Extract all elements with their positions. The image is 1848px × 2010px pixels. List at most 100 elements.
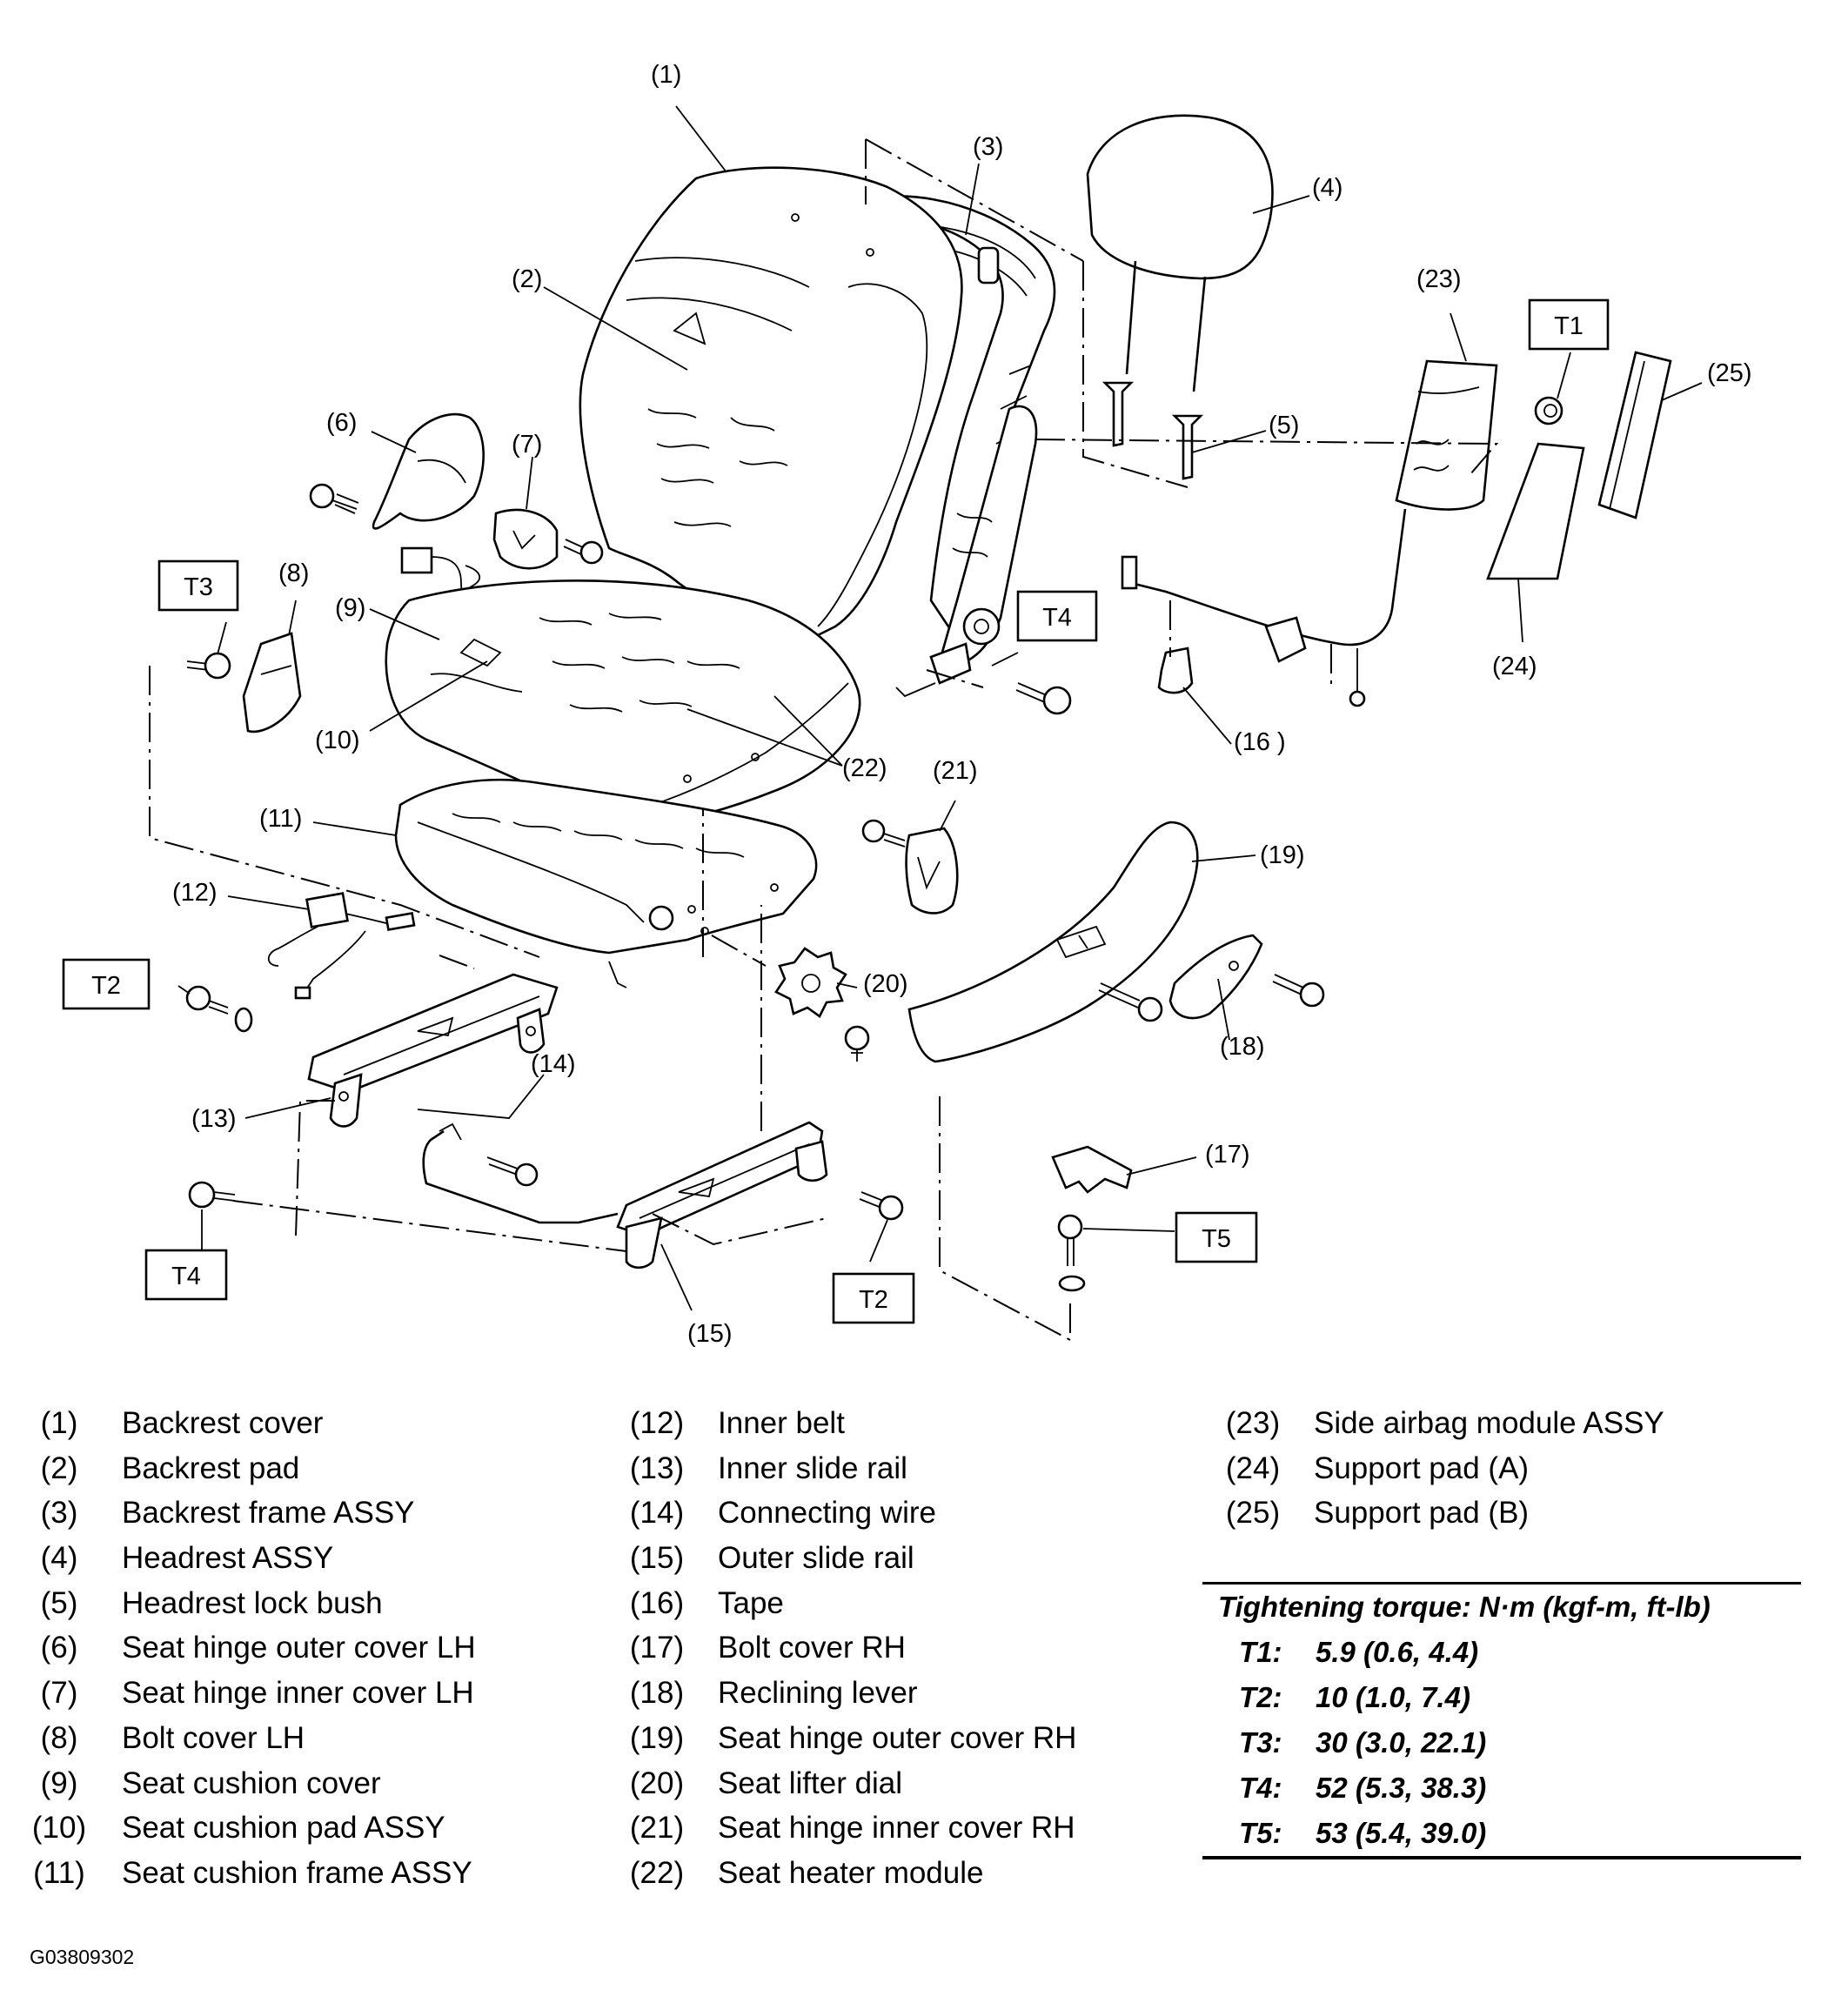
legend-part-name: Seat hinge outer cover LH bbox=[122, 1631, 476, 1665]
legend-number: (5) bbox=[40, 1585, 78, 1620]
legend-number: (20) bbox=[629, 1765, 685, 1800]
seat-cushion-cover bbox=[385, 580, 861, 828]
reclining-lever bbox=[1168, 934, 1263, 1020]
callout-21: (21) bbox=[933, 757, 978, 785]
svg-text:T4: T4 bbox=[1042, 604, 1072, 632]
callout-17: (17) bbox=[1205, 1141, 1250, 1169]
legend-part-name: Side airbag module ASSY bbox=[1314, 1406, 1664, 1440]
torque-value: 52 (5.3, 38.3) bbox=[1316, 1772, 1487, 1804]
seat-hinge-outer-cover-rh bbox=[907, 821, 1199, 1063]
callout-22: (22) bbox=[842, 754, 887, 782]
legend-number: (23) bbox=[1225, 1406, 1281, 1440]
torque-row: T4:52 (5.3, 38.3) bbox=[1202, 1765, 1801, 1811]
airbag-harness bbox=[1121, 508, 1407, 707]
seat-hinge-outer-cover-lh bbox=[372, 412, 485, 530]
legend-number: (24) bbox=[1225, 1451, 1281, 1485]
tape bbox=[1157, 647, 1194, 694]
torque-table: Tightening torque: N·m (kgf-m, ft-lb) T1… bbox=[1202, 1582, 1801, 1859]
legend-number: (3) bbox=[40, 1496, 78, 1531]
legend-part-name: Bolt cover RH bbox=[718, 1631, 906, 1665]
torque-tag-t5: T5 bbox=[1175, 1211, 1258, 1263]
inner-slide-rail bbox=[307, 973, 559, 1128]
legend-part-name: Backrest frame ASSY bbox=[122, 1496, 415, 1531]
callout-12: (12) bbox=[172, 879, 218, 907]
backrest-side-frame bbox=[895, 405, 1038, 698]
legend-number: (9) bbox=[40, 1765, 78, 1800]
torque-label: T5: bbox=[1239, 1817, 1282, 1849]
seat-exploded-diagram: (1) (2) (3) (4) (5) (6) (7) (8) (9) (10)… bbox=[62, 61, 1752, 1348]
leader-lines bbox=[177, 105, 1703, 1311]
callout-3: (3) bbox=[973, 133, 1003, 161]
legend-number: (7) bbox=[40, 1676, 78, 1711]
legend-part-name: Seat hinge inner cover LH bbox=[122, 1676, 474, 1711]
legend-part-name: Outer slide rail bbox=[718, 1541, 914, 1576]
legend-part-name: Seat cushion pad ASSY bbox=[122, 1811, 445, 1846]
torque-table-header: Tightening torque: N·m (kgf-m, ft-lb) bbox=[1218, 1591, 1711, 1623]
torque-label: T3: bbox=[1239, 1726, 1282, 1759]
seat-hinge-inner-cover-rh bbox=[905, 827, 959, 915]
torque-tag-t4-right: T4 bbox=[1016, 590, 1098, 642]
figure-code: G03809302 bbox=[30, 1946, 135, 1968]
callout-9: (9) bbox=[335, 594, 365, 622]
legend-part-name: Tape bbox=[718, 1585, 784, 1620]
bolt-t3 bbox=[186, 652, 231, 680]
legend-number: (13) bbox=[629, 1451, 685, 1485]
torque-tag-t4-left: T4 bbox=[144, 1249, 228, 1301]
legend-number: (14) bbox=[629, 1496, 685, 1531]
bolt-cover-rh bbox=[1051, 1145, 1133, 1194]
legend-number: (21) bbox=[629, 1811, 685, 1846]
torque-tag-t3: T3 bbox=[157, 559, 239, 612]
bolt-outer-rh bbox=[1098, 982, 1163, 1022]
legend-number: (11) bbox=[33, 1855, 85, 1890]
bolt-recliner bbox=[1272, 974, 1325, 1008]
bolt-hinge-inner-rh bbox=[861, 819, 906, 848]
outer-slide-rail bbox=[616, 1121, 828, 1270]
torque-label: T1: bbox=[1239, 1636, 1282, 1668]
bolt-t2-left bbox=[185, 985, 253, 1033]
legend-part-name: Seat hinge outer cover RH bbox=[718, 1720, 1077, 1755]
lifter-link bbox=[608, 961, 627, 988]
svg-text:T5: T5 bbox=[1202, 1225, 1231, 1253]
torque-value: 53 (5.4, 39.0) bbox=[1316, 1817, 1487, 1849]
legend-part-name: Seat lifter dial bbox=[718, 1765, 903, 1800]
legend-part-name: Headrest ASSY bbox=[122, 1541, 334, 1576]
legend-part-name: Seat cushion cover bbox=[122, 1765, 381, 1800]
svg-text:T3: T3 bbox=[184, 573, 213, 601]
torque-label: T2: bbox=[1239, 1681, 1282, 1713]
legend-part-name: Seat cushion frame ASSY bbox=[122, 1855, 472, 1890]
connecting-wire bbox=[422, 1122, 619, 1224]
legend-number: (2) bbox=[40, 1451, 78, 1485]
callout-25: (25) bbox=[1707, 359, 1752, 387]
legend-number: (8) bbox=[40, 1720, 78, 1755]
legend-part-name: Reclining lever bbox=[718, 1676, 918, 1711]
bolt-lifter bbox=[844, 1025, 870, 1062]
callout-8: (8) bbox=[278, 559, 309, 587]
seat-hinge-inner-cover-lh bbox=[492, 508, 559, 570]
legend-part-name: Backrest cover bbox=[122, 1406, 324, 1440]
legend-part-name: Inner belt bbox=[718, 1406, 845, 1440]
callout-24: (24) bbox=[1492, 653, 1537, 680]
svg-text:T1: T1 bbox=[1554, 312, 1584, 340]
legend-part-name: Seat hinge inner cover RH bbox=[718, 1811, 1075, 1846]
legend-number: (10) bbox=[31, 1811, 87, 1846]
callout-18: (18) bbox=[1220, 1033, 1265, 1061]
torque-tag-t2-right: T2 bbox=[832, 1272, 915, 1324]
torque-row: T5: 53 (5.4, 39.0) bbox=[1202, 1811, 1801, 1856]
callout-15: (15) bbox=[687, 1320, 733, 1348]
assembly-lines bbox=[149, 138, 1499, 1342]
callout-2: (2) bbox=[512, 265, 542, 293]
torque-value: 5.9 (0.6, 4.4) bbox=[1316, 1636, 1479, 1668]
callout-13: (13) bbox=[191, 1105, 237, 1133]
nut-t1 bbox=[1534, 396, 1563, 425]
legend-part-name: Headrest lock bush bbox=[122, 1585, 383, 1620]
support-pad-b bbox=[1597, 351, 1672, 519]
legend-number: (16) bbox=[629, 1585, 685, 1620]
legend-part-name: Inner slide rail bbox=[718, 1451, 907, 1485]
svg-text:T2: T2 bbox=[91, 972, 121, 1000]
support-pad-a bbox=[1486, 442, 1585, 580]
callout-19: (19) bbox=[1260, 841, 1305, 869]
callout-10: (10) bbox=[315, 727, 360, 754]
side-airbag-module bbox=[1395, 359, 1498, 511]
legend-number: (22) bbox=[629, 1855, 685, 1890]
legend-number: (25) bbox=[1225, 1496, 1281, 1531]
